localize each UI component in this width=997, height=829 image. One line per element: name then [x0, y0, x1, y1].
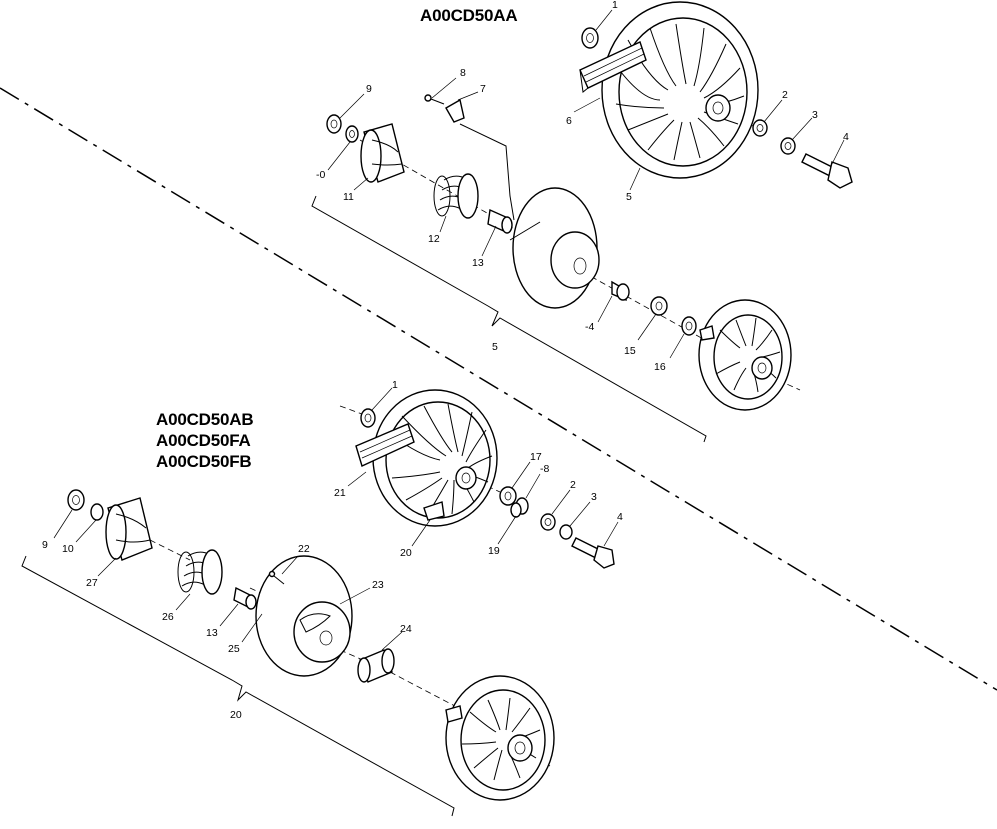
part-15-washer [650, 296, 668, 316]
part-27-spider [105, 497, 153, 561]
callout-b-21: 21 [334, 487, 346, 499]
callout-b-24: 24 [400, 623, 412, 635]
callout-6: 6 [566, 115, 572, 127]
part-26-spring [177, 549, 223, 595]
callout-b-23: 23 [372, 579, 384, 591]
callout-b-20-assembly: 20 [230, 709, 242, 721]
callout-b-27: 27 [86, 577, 98, 589]
callout-b-19: 19 [488, 545, 500, 557]
callout-11: 11 [343, 191, 354, 203]
part-4-bolt [801, 153, 853, 189]
driven-sheave-right [698, 299, 792, 411]
callout-15: 15 [624, 345, 636, 357]
callout-10: -0 [316, 169, 325, 181]
callout-b-2: 2 [570, 479, 576, 491]
part-11-spider [360, 123, 405, 183]
bracket-bottom [21, 555, 455, 817]
callout-14: -4 [585, 321, 594, 333]
top-leaders [327, 9, 845, 359]
part-1-washer [581, 27, 599, 49]
callout-13: 13 [472, 257, 484, 269]
model-label-bottom-1: A00CD50AB [156, 410, 254, 429]
callout-8: 8 [460, 67, 466, 79]
part-10-washer [345, 125, 359, 143]
part-23-movable-sheave [255, 555, 353, 677]
callout-1: 1 [612, 0, 618, 11]
callout-3: 3 [812, 109, 818, 121]
callout-b-17: 17 [530, 451, 542, 463]
part-13-bushing-b [233, 586, 257, 610]
part-4-bolt-b [571, 537, 615, 569]
callout-b-9: 9 [42, 539, 48, 551]
part-20-fixed-sheave [372, 389, 498, 527]
part-21-belt-segment [355, 423, 415, 467]
part-16-washer [681, 316, 697, 336]
part-5-fixed-sheave [601, 1, 759, 179]
callout-2: 2 [782, 89, 788, 101]
part-9-washer [326, 114, 342, 134]
part-10-washer-b [90, 503, 104, 521]
part-9-washer-b [67, 489, 85, 511]
bottom-assembly: 1 2 3 4 9 10 13 17 -8 19 20 21 22 23 24 … [21, 379, 623, 817]
part-3-lockwasher-b [559, 524, 573, 540]
part-3-lockwasher [780, 137, 796, 155]
callout-b-22: 22 [298, 543, 310, 555]
driven-sheave-bottom [445, 675, 555, 801]
part-12-spring [433, 173, 479, 219]
bracket-top [311, 195, 707, 443]
part-2-washer [752, 119, 768, 137]
top-callouts: 1 2 3 4 5 6 7 8 9 -0 11 12 13 -4 15 16 5 [316, 0, 849, 373]
part-17-washer [499, 486, 517, 506]
model-label-bottom-3: A00CD50FB [156, 452, 252, 471]
movable-sheave [509, 187, 600, 309]
callout-5-assembly: 5 [492, 341, 498, 353]
top-assembly: 1 2 3 4 5 6 7 8 9 -0 11 12 13 -4 15 16 5 [311, 0, 853, 443]
callout-b-10: 10 [62, 543, 74, 555]
callout-5: 5 [626, 191, 632, 203]
section-divider [0, 87, 997, 691]
callout-b-13: 13 [206, 627, 218, 639]
callout-4: 4 [843, 131, 849, 143]
part-24-bushing [357, 648, 395, 683]
part-14-bushing [611, 280, 630, 302]
callout-b-20: 20 [400, 547, 412, 559]
part-22-screw [268, 570, 285, 585]
part-1-washer-b [360, 408, 376, 428]
bottom-callouts: 1 2 3 4 9 10 13 17 -8 19 20 21 22 23 24 … [42, 379, 623, 721]
callout-16: 16 [654, 361, 666, 373]
model-label-bottom-2: A00CD50FA [156, 431, 251, 450]
bottom-leaders [53, 387, 619, 651]
callout-12: 12 [428, 233, 440, 245]
callout-b-26: 26 [162, 611, 174, 623]
callout-b-3: 3 [591, 491, 597, 503]
callout-b-18: -8 [540, 463, 549, 475]
part-6-belt-segment [579, 41, 647, 93]
callout-7: 7 [480, 83, 486, 95]
callout-b-4: 4 [617, 511, 623, 523]
callout-b-1: 1 [392, 379, 398, 391]
part-13-bushing [487, 208, 513, 234]
callout-9: 9 [366, 83, 372, 95]
part-7-weight [445, 98, 465, 123]
model-label-top: A00CD50AA [420, 6, 518, 25]
callout-b-25: 25 [228, 643, 240, 655]
part-2-washer-b [540, 513, 556, 531]
part-8-screw [424, 94, 445, 105]
part-19-washer [510, 502, 522, 518]
